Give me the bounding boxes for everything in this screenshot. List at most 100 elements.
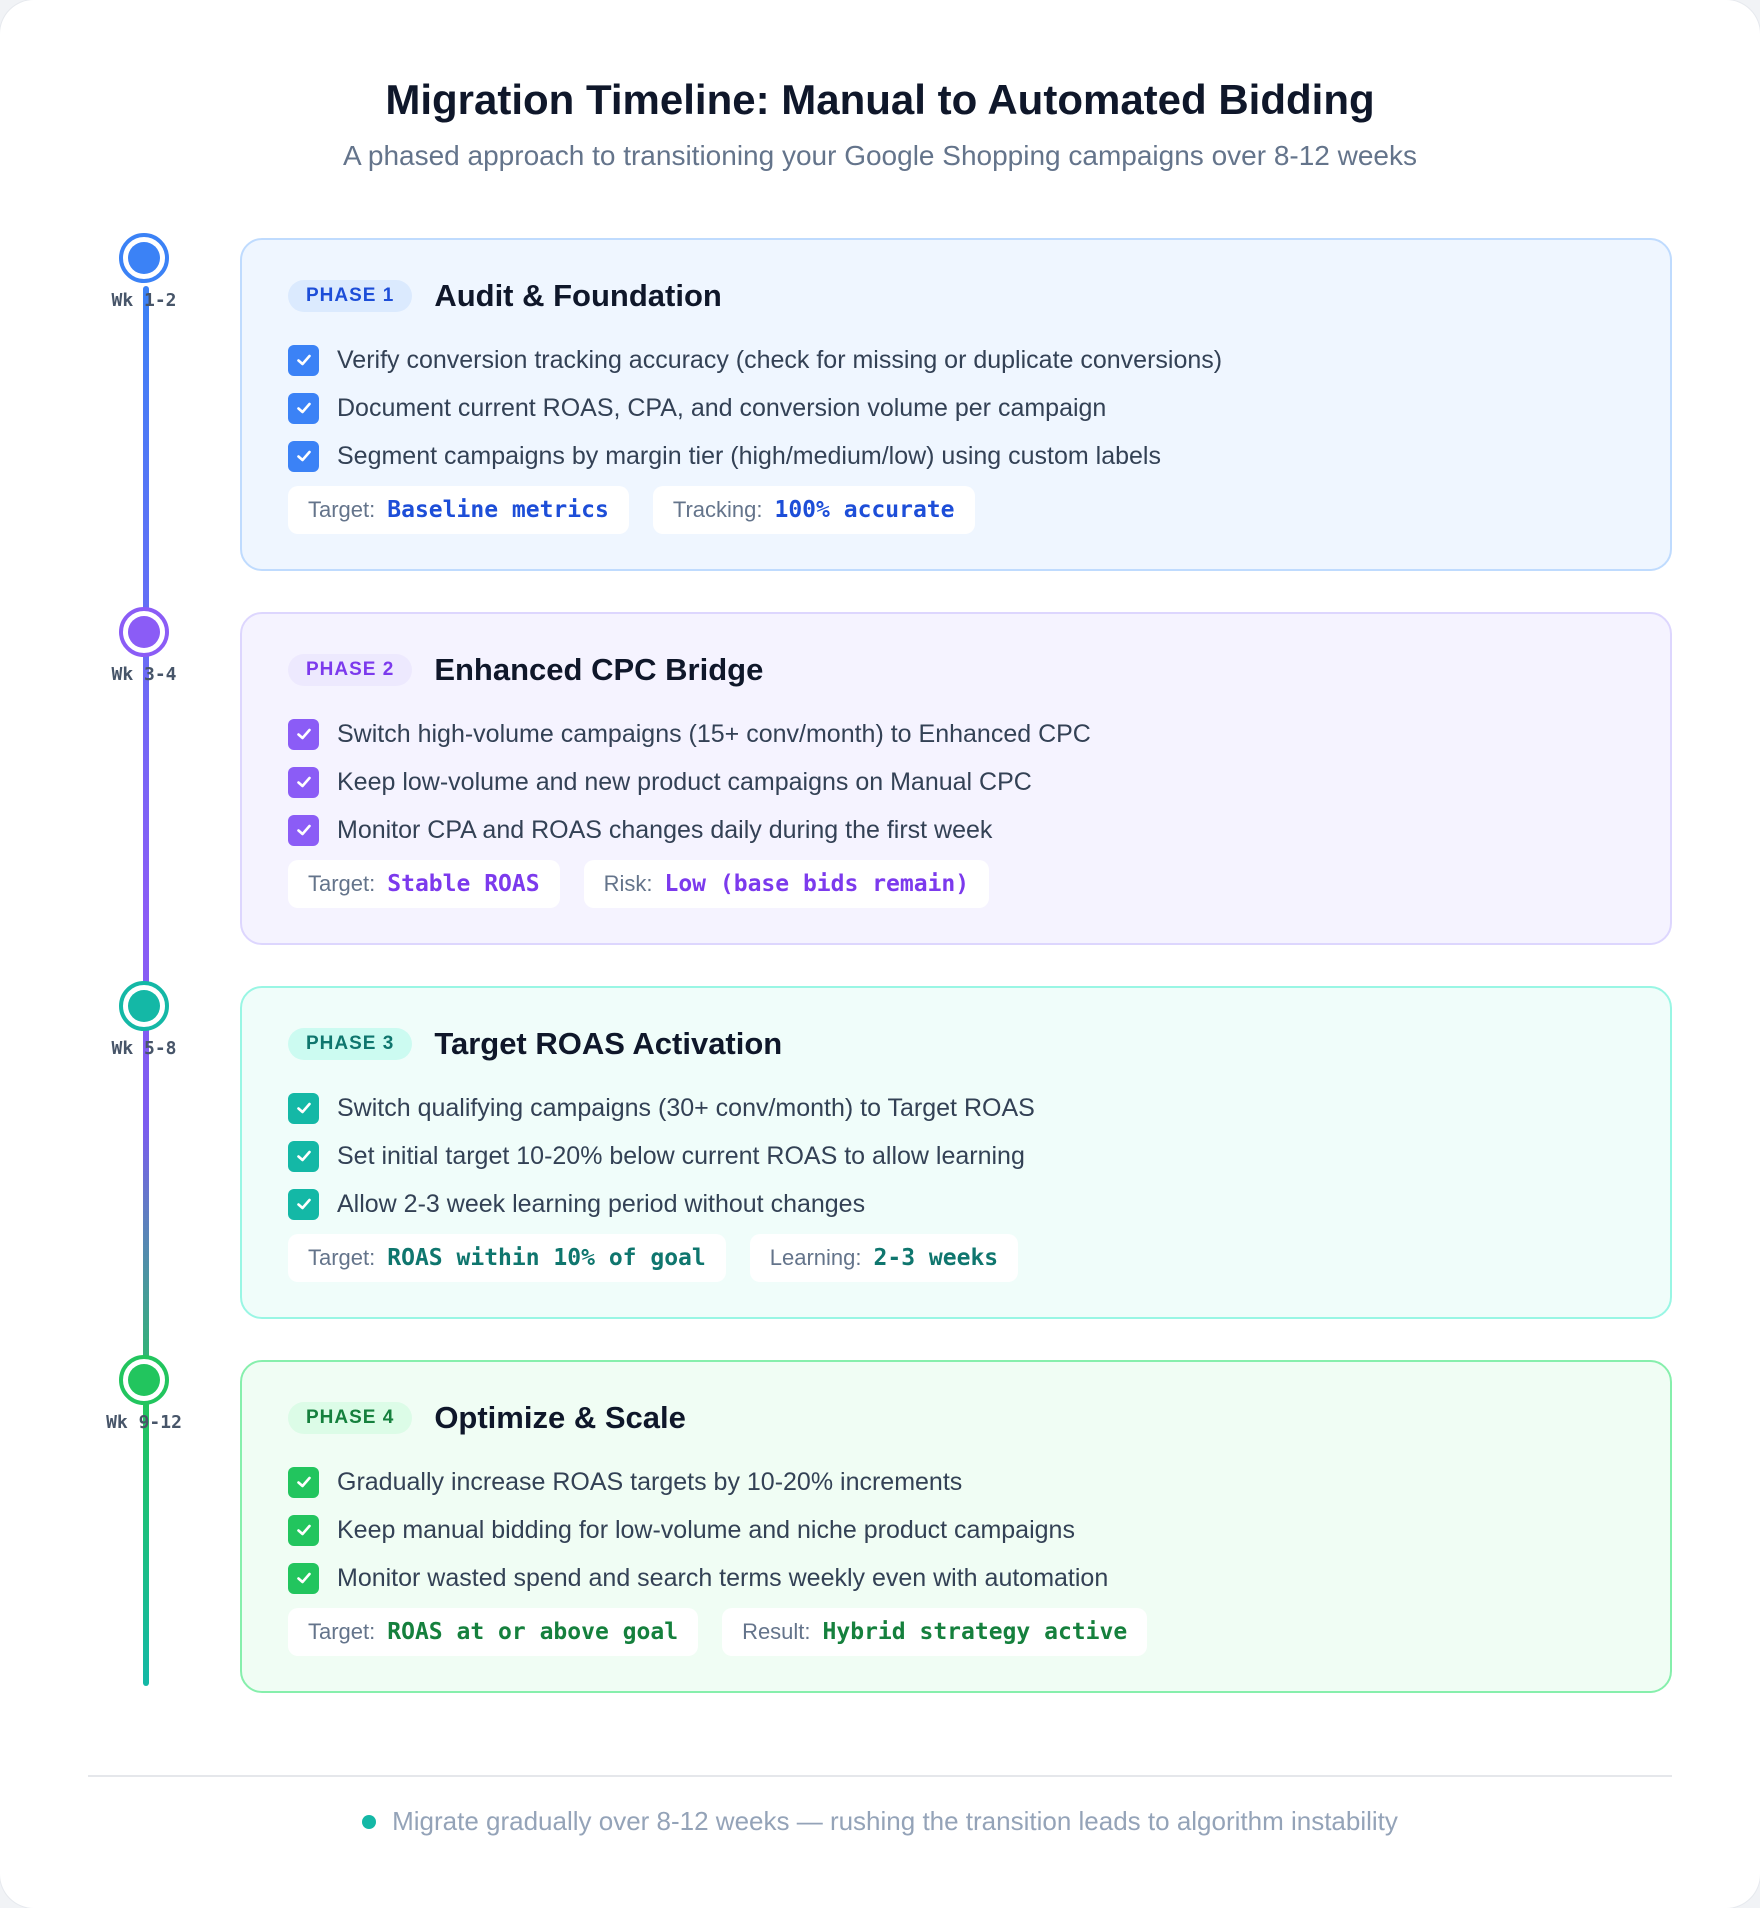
timeline-node-dot xyxy=(128,616,160,648)
metric-chip: Target: Baseline metrics xyxy=(288,486,629,534)
checklist-item: Keep low-volume and new product campaign… xyxy=(288,758,1091,806)
checklist-item-text: Verify conversion tracking accuracy (che… xyxy=(337,345,1223,374)
checklist-item: Monitor CPA and ROAS changes daily durin… xyxy=(288,806,1091,854)
check-icon xyxy=(288,718,319,750)
metric-label: Target: xyxy=(308,1619,376,1644)
phase-metrics: Target: ROAS at or above goal Result: Hybri… xyxy=(288,1608,1171,1656)
footer-note: Migrate gradually over 8-12 weeks — rush… xyxy=(0,1806,1760,1837)
metric-chip: Target: ROAS within 10% of goal xyxy=(288,1234,726,1282)
check-icon xyxy=(288,1188,319,1220)
phase-badge: PHASE 2 xyxy=(288,654,413,686)
phase-header: PHASE 2 Enhanced CPC Bridge xyxy=(288,652,763,688)
checklist-item-text: Monitor wasted spend and search terms we… xyxy=(337,1563,1109,1592)
phase-title: Optimize & Scale xyxy=(434,1400,686,1435)
metric-value: ROAS within 10% of goal xyxy=(387,1245,706,1271)
metric-value: Hybrid strategy active xyxy=(822,1619,1128,1645)
footer-divider xyxy=(88,1775,1672,1777)
metric-label: Learning: xyxy=(769,1245,862,1270)
checklist-item-text: Keep manual bidding for low-volume and n… xyxy=(337,1515,1075,1544)
metric-chip: Target: ROAS at or above goal xyxy=(288,1608,699,1656)
metric-chip: Learning: 2-3 weeks xyxy=(749,1234,1019,1282)
timeline-node xyxy=(119,607,169,657)
metric-label: Risk: xyxy=(603,871,653,896)
metric-label: Target: xyxy=(308,871,376,896)
timeline-node-dot xyxy=(128,1364,160,1396)
checklist-item-text: Document current ROAS, CPA, and conversi… xyxy=(337,393,1107,422)
checklist-item: Verify conversion tracking accuracy (che… xyxy=(288,336,1222,384)
week-label: Wk 3-4 xyxy=(111,664,177,685)
metric-value: ROAS at or above goal xyxy=(387,1619,679,1645)
check-icon xyxy=(288,766,319,798)
checklist: Switch qualifying campaigns (30+ conv/mo… xyxy=(288,1084,1035,1228)
phase-title: Audit & Foundation xyxy=(434,278,722,313)
checklist-item-text: Monitor CPA and ROAS changes daily durin… xyxy=(337,815,993,844)
phase-header: PHASE 3 Target ROAS Activation xyxy=(288,1026,782,1062)
metric-chip: Result: Hybrid strategy active xyxy=(722,1608,1148,1656)
phase-badge: PHASE 1 xyxy=(288,280,413,312)
metric-label: Tracking: xyxy=(672,497,763,522)
phase-title: Target ROAS Activation xyxy=(434,1026,783,1061)
metric-value: Stable ROAS xyxy=(387,871,540,897)
checklist-item: Segment campaigns by margin tier (high/m… xyxy=(288,432,1222,480)
phase-metrics: Target: Baseline metrics Tracking: 100% acc… xyxy=(288,486,999,534)
checklist-item-text: Gradually increase ROAS targets by 10-20… xyxy=(337,1467,963,1496)
week-label: Wk 5-8 xyxy=(111,1038,177,1059)
timeline-node xyxy=(119,1355,169,1405)
week-label: Wk 9-12 xyxy=(106,1412,182,1433)
phase-badge: PHASE 3 xyxy=(288,1028,413,1060)
metric-chip: Risk: Low (base bids remain) xyxy=(583,860,990,908)
checklist-item: Document current ROAS, CPA, and conversi… xyxy=(288,384,1222,432)
timeline-node xyxy=(119,233,169,283)
checklist-item-text: Set initial target 10-20% below current … xyxy=(337,1141,1025,1170)
bullet-dot-icon xyxy=(362,1814,377,1829)
page-title: Migration Timeline: Manual to Automated … xyxy=(385,76,1375,123)
check-icon xyxy=(288,1092,319,1124)
checklist-item-text: Switch qualifying campaigns (30+ conv/mo… xyxy=(337,1093,1035,1122)
metric-value: Low (base bids remain) xyxy=(664,871,970,897)
footer-text: Migrate gradually over 8-12 weeks — rush… xyxy=(392,1806,1398,1836)
checklist-item: Monitor wasted spend and search terms we… xyxy=(288,1554,1108,1602)
timeline-node-dot xyxy=(128,990,160,1022)
page-subtitle: A phased approach to transitioning your … xyxy=(342,140,1418,171)
check-icon xyxy=(288,392,319,424)
checklist-item: Allow 2-3 week learning period without c… xyxy=(288,1180,1035,1228)
checklist-item: Switch high-volume campaigns (15+ conv/m… xyxy=(288,710,1091,758)
metric-value: 2-3 weeks xyxy=(873,1245,999,1271)
checklist-item: Keep manual bidding for low-volume and n… xyxy=(288,1506,1108,1554)
phase-metrics: Target: ROAS within 10% of goal Learning: 2… xyxy=(288,1234,1042,1282)
checklist: Switch high-volume campaigns (15+ conv/m… xyxy=(288,710,1091,854)
metric-chip: Tracking: 100% accurate xyxy=(652,486,975,534)
check-icon xyxy=(288,1562,319,1594)
checklist-item: Gradually increase ROAS targets by 10-20… xyxy=(288,1458,1108,1506)
metric-value: 100% accurate xyxy=(774,497,955,523)
checklist-item-text: Switch high-volume campaigns (15+ conv/m… xyxy=(337,719,1091,748)
metric-chip: Target: Stable ROAS xyxy=(288,860,560,908)
check-icon xyxy=(288,440,319,472)
metric-label: Result: xyxy=(742,1619,811,1644)
week-label: Wk 1-2 xyxy=(111,290,177,311)
metric-label: Target: xyxy=(308,1245,376,1270)
check-icon xyxy=(288,1140,319,1172)
timeline-node-dot xyxy=(128,242,160,274)
check-icon xyxy=(288,344,319,376)
metric-label: Target: xyxy=(308,497,376,522)
checklist: Gradually increase ROAS targets by 10-20… xyxy=(288,1458,1108,1602)
metric-value: Baseline metrics xyxy=(387,497,609,523)
checklist-item-text: Allow 2-3 week learning period without c… xyxy=(337,1189,866,1218)
checklist-item: Set initial target 10-20% below current … xyxy=(288,1132,1035,1180)
timeline-node xyxy=(119,981,169,1031)
checklist-item-text: Segment campaigns by margin tier (high/m… xyxy=(337,441,1161,470)
phase-title: Enhanced CPC Bridge xyxy=(434,652,764,687)
phase-header: PHASE 1 Audit & Foundation xyxy=(288,278,722,314)
check-icon xyxy=(288,1466,319,1498)
check-icon xyxy=(288,814,319,846)
check-icon xyxy=(288,1514,319,1546)
checklist-item: Switch qualifying campaigns (30+ conv/mo… xyxy=(288,1084,1035,1132)
checklist: Verify conversion tracking accuracy (che… xyxy=(288,336,1222,480)
